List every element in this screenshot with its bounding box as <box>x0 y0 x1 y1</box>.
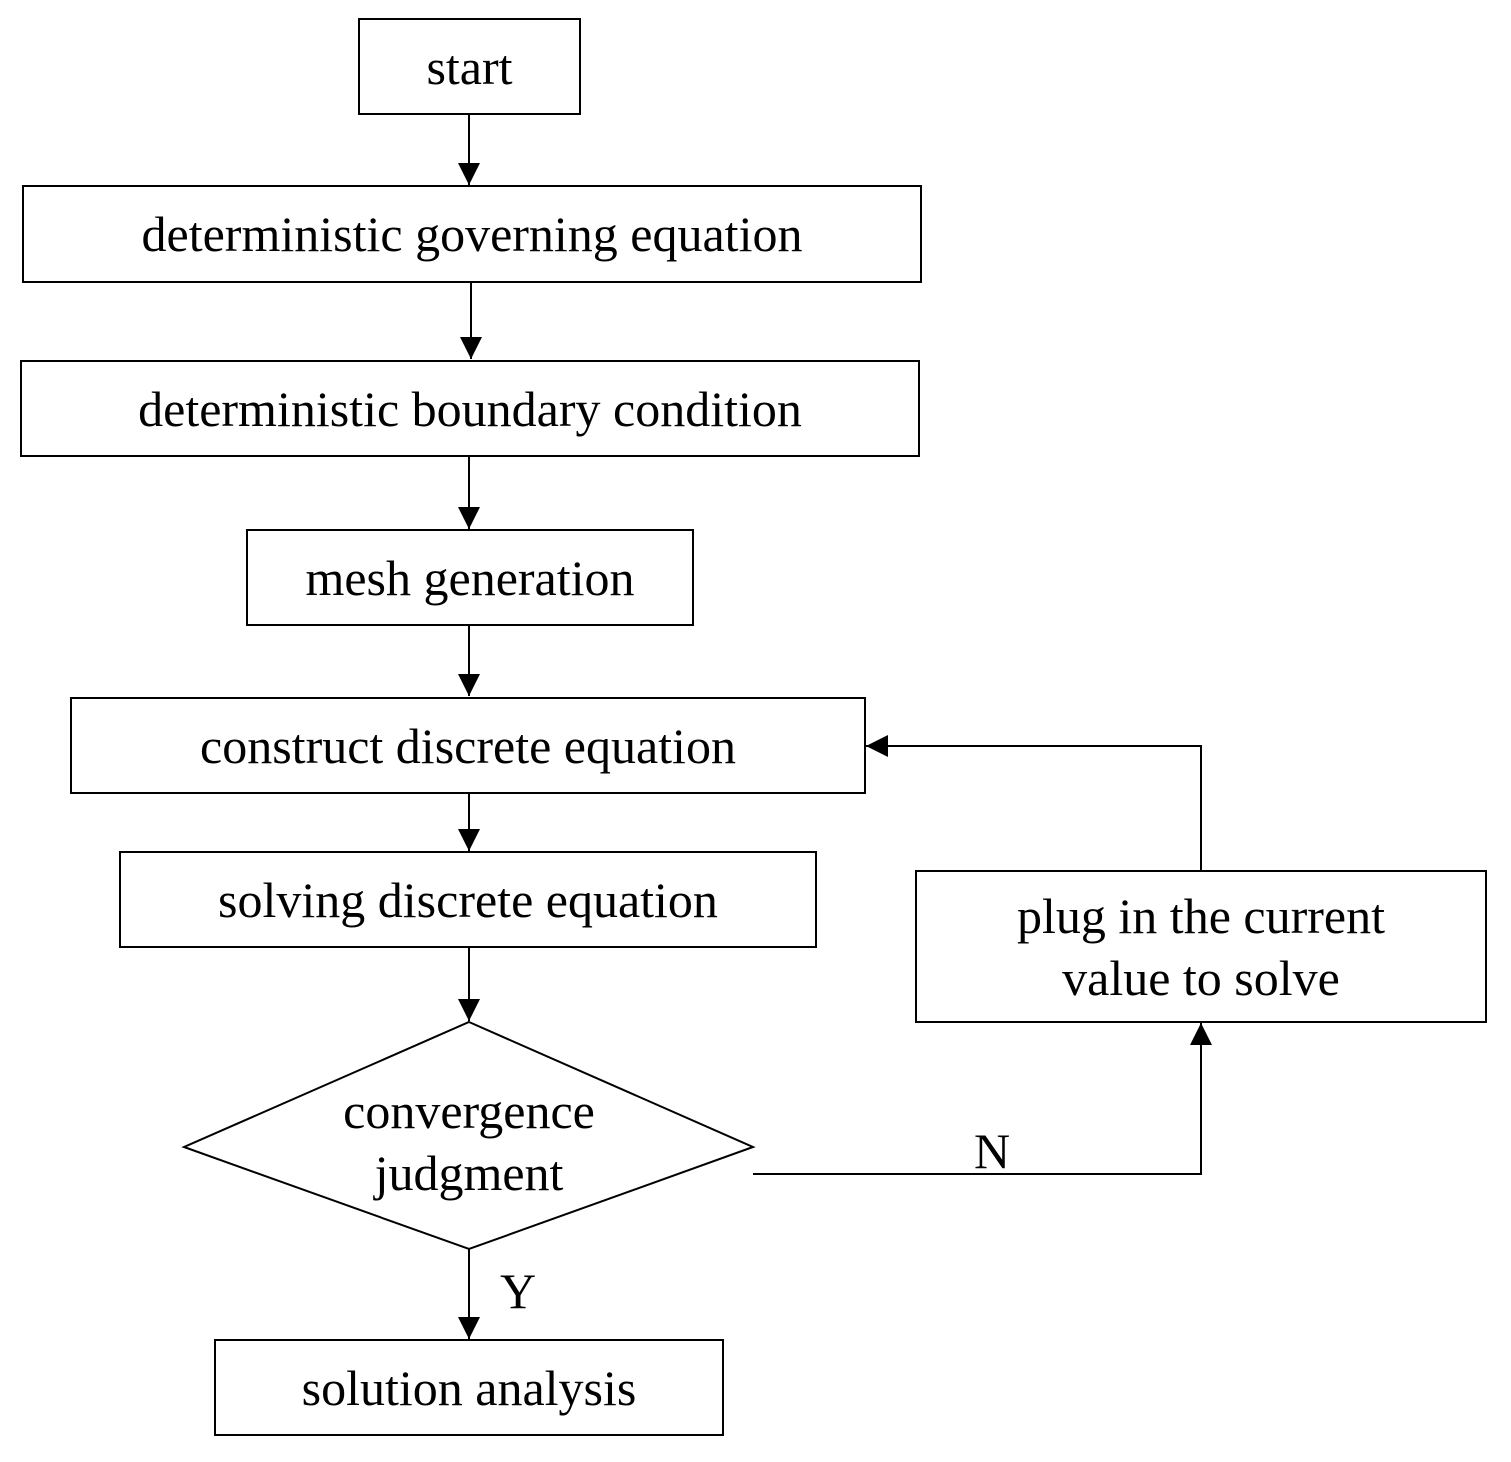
edge-label-yes: Y <box>500 1263 537 1319</box>
plug-in-line-1: plug in the current <box>1017 887 1385 944</box>
governing-equation-node: deterministic governing equation <box>22 185 922 283</box>
solving-discrete-equation-node: solving discrete equation <box>119 851 817 948</box>
solution-analysis-node: solution analysis <box>214 1339 724 1436</box>
convergence-line-2: judgment <box>374 1145 564 1201</box>
boundary-condition-node: deterministic boundary condition <box>20 360 920 457</box>
arrow-plug-in-to-construct <box>866 735 1202 870</box>
arrow-convergence-to-plug-in <box>753 1023 1212 1175</box>
plug-in-line-2: value to solve <box>1062 949 1340 1006</box>
mesh-generation-node: mesh generation <box>246 529 694 626</box>
plug-in-current-value-node: plug in the current value to solve <box>915 870 1487 1023</box>
construct-discrete-equation-node: construct discrete equation <box>70 697 866 794</box>
edge-label-no: N <box>974 1123 1011 1179</box>
convergence-line-1: convergence <box>343 1083 595 1139</box>
convergence-judgment-label: convergence judgment <box>185 1080 753 1204</box>
start-node: start <box>358 18 581 115</box>
